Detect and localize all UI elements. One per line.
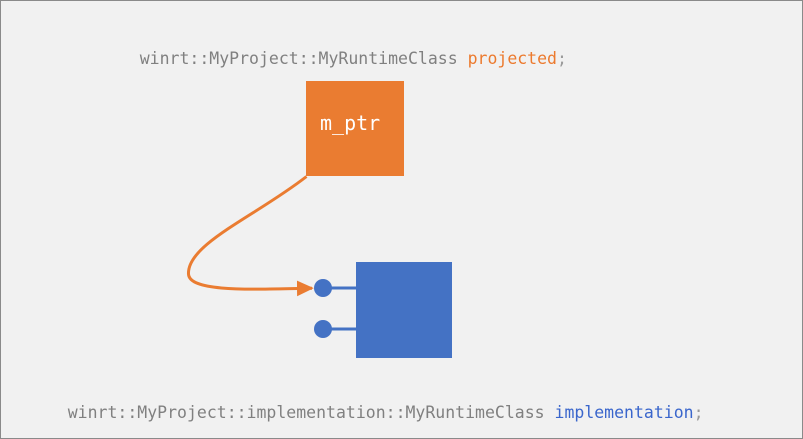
implementation-declaration-label: winrt::MyProject::implementation::MyRunt… xyxy=(28,388,704,438)
projected-declaration-label: winrt::MyProject::MyRuntimeClass project… xyxy=(100,34,567,84)
interface-lollipop-2-circle xyxy=(314,320,332,338)
implementation-terminator: ; xyxy=(693,402,704,422)
implementation-variable-name: implementation xyxy=(554,402,694,422)
interface-lollipop-1-circle xyxy=(314,279,332,297)
projected-type-name: winrt::MyProject::MyRuntimeClass xyxy=(139,48,468,68)
projected-terminator: ; xyxy=(556,48,567,68)
implementation-type-box xyxy=(356,262,452,358)
projected-type-box: m_ptr xyxy=(306,81,404,176)
projected-variable-name: projected xyxy=(467,48,557,68)
m-ptr-member-label: m_ptr xyxy=(320,111,381,135)
interface-lollipop-1 xyxy=(314,279,358,297)
implementation-type-name: winrt::MyProject::implementation::MyRunt… xyxy=(67,402,555,422)
m-ptr-pointer-arrow xyxy=(186,175,314,297)
interface-lollipop-2 xyxy=(314,320,358,338)
